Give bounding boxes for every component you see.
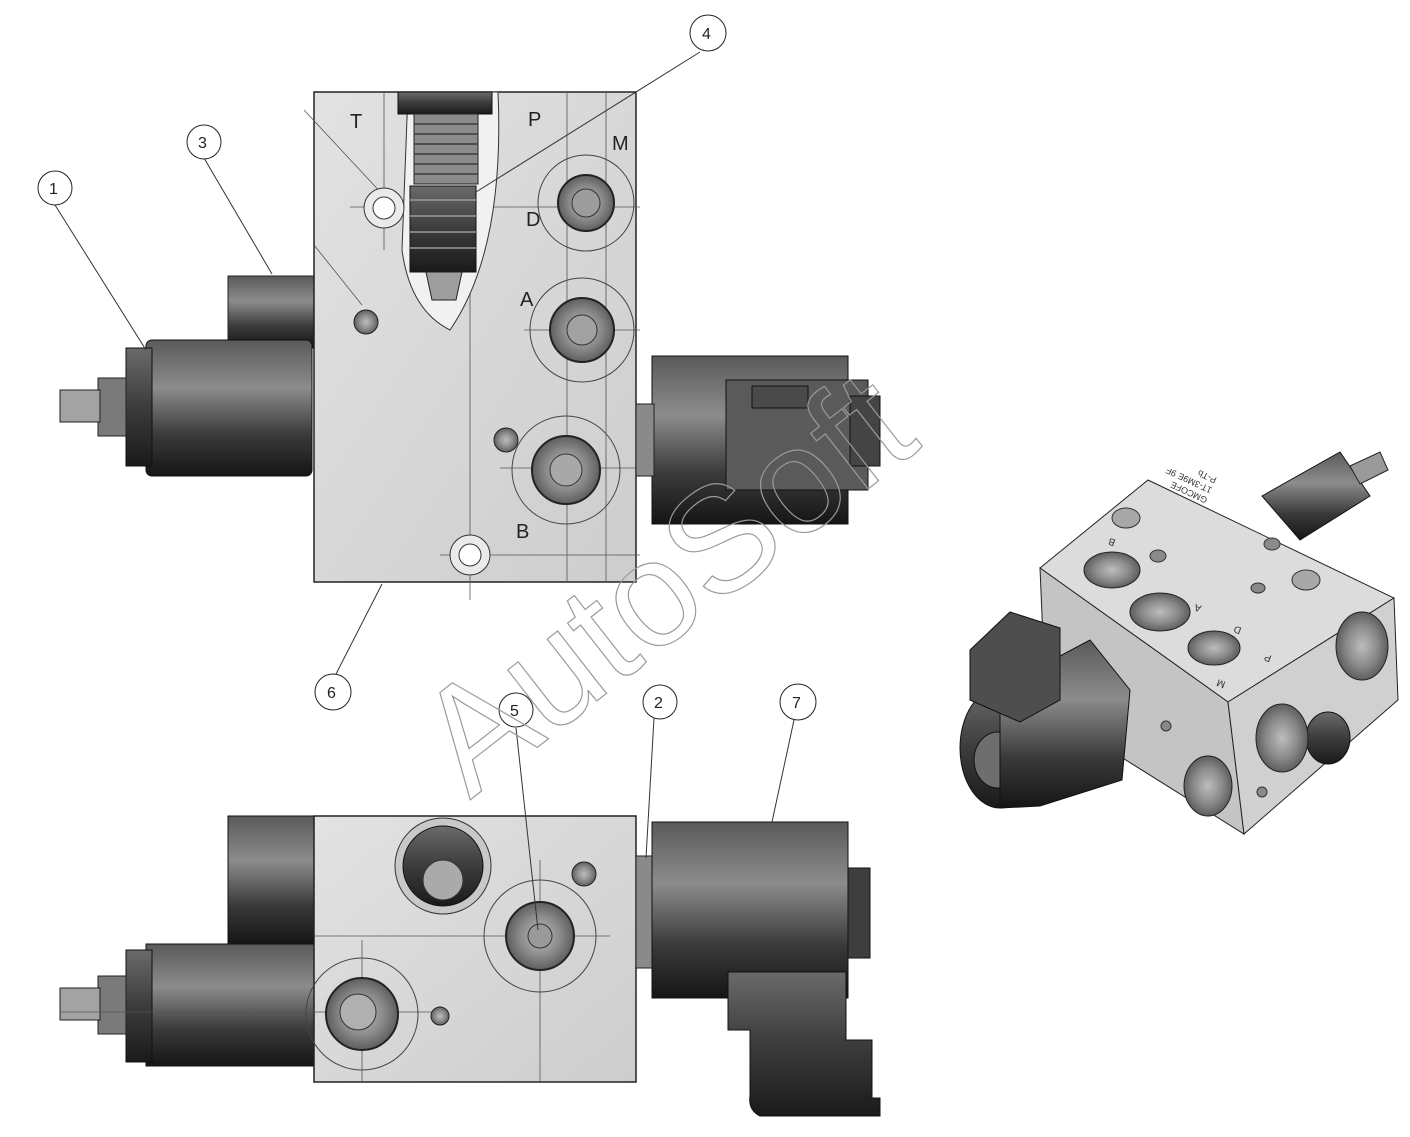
callout-1-label: 1: [49, 181, 58, 198]
cartridge-plug-side: [394, 817, 492, 915]
iso-port-p: [1083, 551, 1141, 589]
plug-hole-side-2: [430, 1006, 450, 1026]
isometric-view: GMCOFE 1T-3M9E 9F P-Tb T P D A M B: [959, 451, 1399, 835]
iso-solenoid: [1261, 451, 1371, 541]
cartridge-cap: [397, 91, 493, 115]
coil-nut-top: [145, 339, 313, 477]
callout-5: 5: [498, 692, 534, 728]
callout-7: 7: [779, 683, 817, 721]
iso-port-a: [1129, 592, 1191, 632]
coil-end-top: [125, 347, 153, 467]
label-port-m: M: [612, 133, 629, 155]
iso-hole-1: [1111, 507, 1141, 529]
label-port-a: A: [520, 289, 534, 311]
coil-end-side: [125, 949, 153, 1063]
iso-plug-2: [1263, 537, 1281, 551]
callout-4: 4: [689, 14, 727, 52]
iso-side-port-4: [1183, 755, 1233, 817]
connector-housing-side: [651, 821, 849, 999]
top-view: T P M D A B: [59, 91, 881, 600]
label-port-p: P: [528, 109, 541, 131]
plug-hole-side-1: [571, 861, 597, 887]
solenoid-coil-top: [227, 275, 315, 349]
callout-1: 1: [37, 170, 73, 206]
label-port-d: D: [526, 209, 540, 231]
stem-top: [59, 389, 101, 423]
iso-connector-plug: [969, 611, 1061, 723]
iso-plug-1: [1149, 549, 1167, 563]
thread-lines: [414, 123, 478, 175]
connector-tab-top: [849, 395, 881, 467]
iso-letter-m: M: [1215, 676, 1227, 689]
callouts: [54, 51, 795, 931]
plug-hole-1: [353, 309, 379, 335]
callout-2: 2: [642, 684, 678, 720]
callout-4-label: 4: [702, 26, 711, 43]
bolt-hole-top-left: [363, 187, 405, 229]
port-center-side: [483, 879, 597, 993]
callout-6-label: 6: [327, 685, 336, 702]
callout-2-label: 2: [654, 695, 663, 712]
iso-side-plug-2: [1256, 786, 1268, 798]
hex-nut-top: [97, 377, 127, 437]
connector-nut-side: [847, 867, 871, 959]
port-a-top: [529, 277, 635, 383]
label-port-t: T: [350, 111, 362, 133]
port-b-top: [511, 415, 621, 525]
callout-3-label: 3: [198, 135, 207, 152]
callout-6: 6: [314, 673, 352, 711]
iso-plug-3: [1250, 582, 1266, 594]
label-port-b: B: [516, 521, 529, 543]
coil-nut-side: [145, 943, 315, 1067]
spool-lands: [410, 199, 476, 249]
iso-side-plug: [1160, 720, 1172, 732]
iso-solenoid-tip: [1349, 451, 1389, 485]
cartridge-spool: [409, 185, 477, 273]
iso-letter-a: A: [1193, 601, 1203, 614]
side-view: [59, 815, 881, 1117]
hex-nut-side: [97, 975, 127, 1035]
plug-hole-2: [493, 427, 519, 453]
adapter-ring-side: [635, 855, 655, 969]
connector-latch-top: [751, 385, 809, 409]
port-d-top: [537, 154, 635, 252]
iso-side-port-3: [1255, 703, 1309, 773]
iso-side-port-1: [1335, 611, 1389, 681]
adapter-ring-top: [635, 403, 655, 477]
bolt-hole-bottom: [449, 534, 491, 576]
stem-side: [59, 987, 101, 1021]
iso-letter-d: D: [1232, 623, 1243, 636]
iso-letter-p: P: [1263, 651, 1273, 664]
callout-3: 3: [186, 124, 222, 160]
iso-hole-2: [1291, 569, 1321, 591]
iso-port-m: [1187, 630, 1241, 666]
iso-side-port-2: [1305, 711, 1351, 765]
callout-7-label: 7: [792, 695, 801, 712]
iso-letter-b: B: [1107, 535, 1117, 548]
solenoid-coil-side: [227, 815, 317, 945]
cartridge-thread: [413, 113, 479, 185]
connector-plug-side: [727, 971, 881, 1117]
port-lower-side: [305, 957, 419, 1071]
cartridge-tip: [425, 271, 463, 301]
callout-5-label: 5: [510, 703, 519, 720]
